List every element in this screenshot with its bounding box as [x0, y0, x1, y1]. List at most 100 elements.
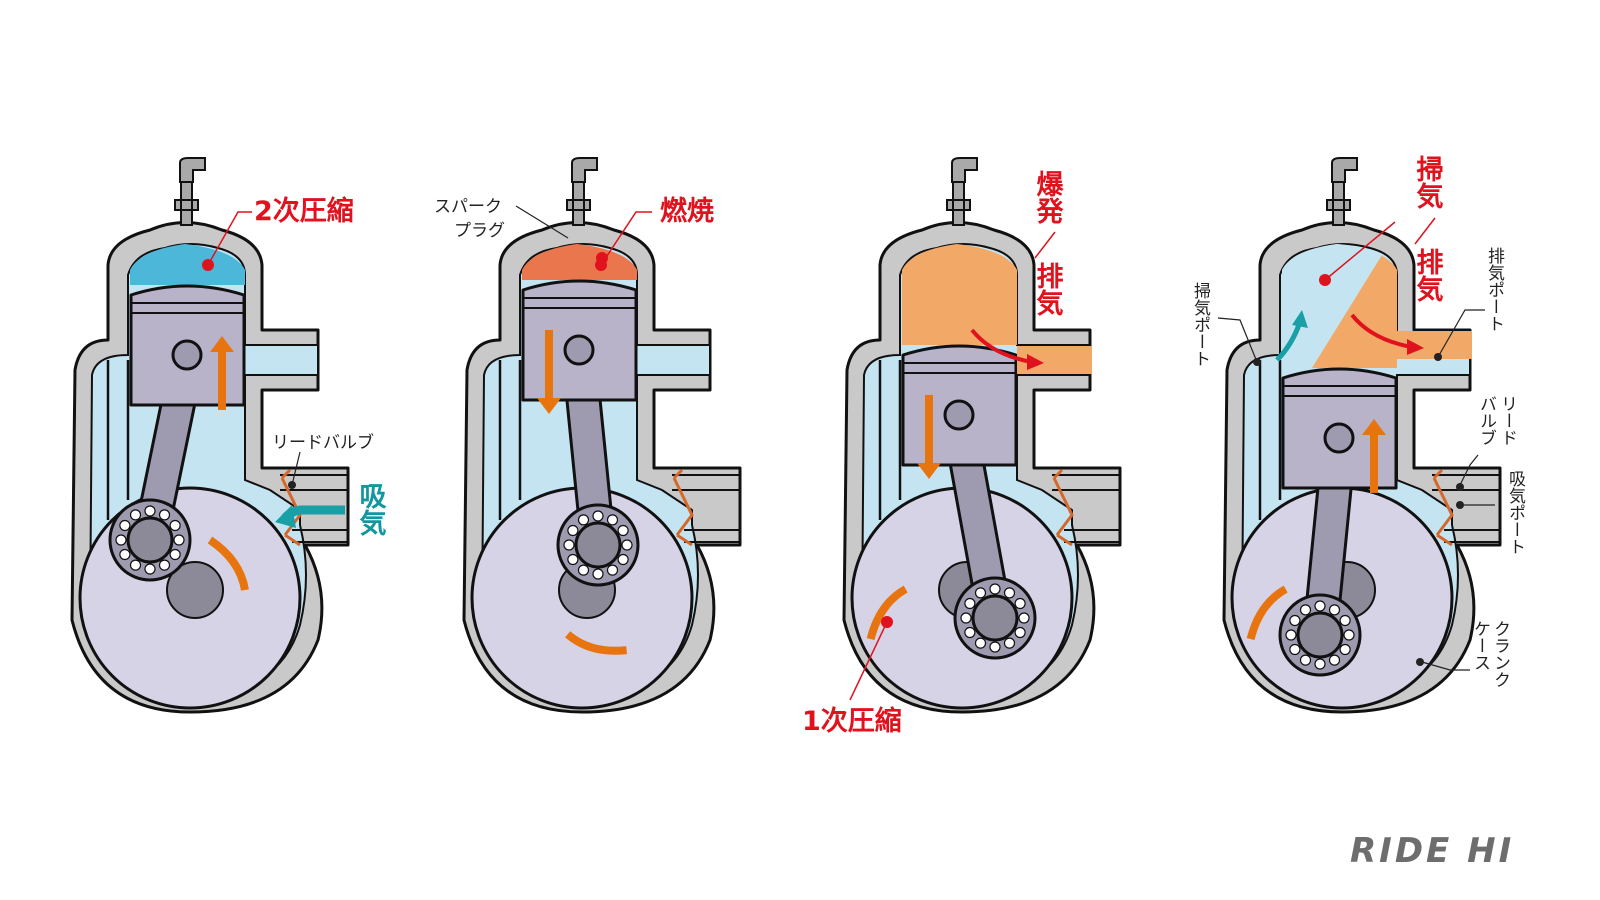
panel-2-labels: スパーク プラグ 燃焼 — [434, 196, 714, 271]
stage-label-explosion: 爆発 — [1032, 170, 1065, 224]
callout-line — [849, 621, 888, 701]
bearing-roller — [1003, 637, 1016, 649]
callout-line — [1217, 317, 1258, 363]
spark-plug-label-line2: プラグ — [454, 221, 505, 241]
spark-plug — [946, 157, 978, 226]
bearing-roller — [1289, 643, 1301, 656]
bearing-roller — [989, 583, 1001, 595]
bearing-roller — [592, 510, 604, 522]
arrow-head — [1362, 419, 1386, 435]
piston-rings — [523, 297, 636, 309]
bearing-roller — [1314, 658, 1326, 670]
bearing-roller — [1285, 629, 1297, 641]
transfer-port-wall — [878, 360, 902, 520]
crank-rotation-arrow — [1246, 585, 1288, 641]
stage-label-primary-compression: 1次圧縮 — [802, 705, 902, 737]
intake-port-label: 吸気ポート — [1505, 470, 1526, 555]
crank-rotation-arrow — [207, 536, 249, 591]
arrow-head — [210, 336, 234, 352]
engine-panel-2 — [462, 157, 742, 714]
callout-dot — [1434, 353, 1442, 361]
fresh-charge-area — [1282, 244, 1382, 368]
transfer-port-wall — [106, 360, 130, 520]
crankcase-label-line2: ケース — [1470, 620, 1490, 671]
bearing-roller — [577, 564, 590, 576]
spark-plug — [174, 157, 206, 226]
bearing-roller — [119, 519, 131, 532]
arrow-head — [1407, 339, 1424, 355]
piston-rings — [903, 362, 1016, 374]
bearing-roller — [1289, 614, 1301, 627]
intake-port — [1052, 474, 1120, 543]
arrow-head — [537, 398, 561, 414]
bearing-roller — [173, 534, 185, 546]
bearing-roller — [621, 539, 633, 551]
bearing-roller — [1343, 629, 1355, 641]
crank-rotation-arrow — [866, 585, 908, 641]
crank-counterweight — [166, 561, 224, 619]
crank-pin — [971, 594, 1019, 642]
exhaust-flow-arrow — [1350, 313, 1413, 349]
callout-line — [1437, 309, 1485, 358]
bearing-roller — [974, 587, 987, 599]
callout-line — [291, 451, 301, 486]
bearing-roller — [964, 626, 976, 639]
bearing-roller — [144, 563, 156, 575]
bearing-roller — [617, 553, 629, 566]
bearing-roller — [144, 505, 156, 517]
transfer-port-wall — [1258, 360, 1282, 520]
bearing-roller — [1328, 604, 1341, 616]
spark-plug-label-line1: スパーク — [434, 197, 502, 217]
piston-rings — [1283, 385, 1396, 397]
bearing-roller — [1339, 643, 1351, 656]
piston-pin — [563, 334, 595, 366]
intake-label: 吸気 — [355, 482, 387, 536]
bearing-roller — [577, 514, 590, 526]
divider-slash — [1034, 231, 1056, 259]
callout-line — [207, 211, 252, 266]
bearing-roller — [563, 539, 575, 551]
bearing-roller — [1018, 612, 1030, 624]
bearing-roller — [158, 509, 171, 521]
reed-valve — [1432, 468, 1454, 547]
bearing-roller — [592, 568, 604, 580]
bearing-roller — [1314, 600, 1326, 612]
callout-dot — [1416, 658, 1424, 666]
exhaust-flow-arrow — [970, 328, 1033, 364]
piston-rings — [131, 302, 244, 314]
bearing-roller — [606, 514, 619, 526]
combustion-chamber — [130, 244, 245, 285]
panel-3-labels: 爆発 排気 1次圧縮 — [802, 170, 1064, 737]
callout-line — [1421, 661, 1470, 671]
bearing-roller — [115, 534, 127, 546]
bearing-roller — [158, 559, 171, 571]
reed-valve — [672, 468, 694, 547]
crank-rotation-arrow — [565, 631, 628, 655]
bearing-roller — [1014, 626, 1026, 639]
panel-1-labels: 2次圧縮 リードバルブ 吸気 — [202, 195, 386, 536]
crank-pin — [126, 516, 174, 564]
exhaust-port-label: 排気ポート — [1484, 247, 1505, 332]
bearing-roller — [964, 597, 976, 610]
bearing-roller — [606, 564, 619, 576]
callout-line — [600, 211, 652, 266]
callout-line — [1459, 454, 1479, 486]
bearing-roller — [617, 524, 629, 537]
callout-dot — [1456, 483, 1464, 491]
crankcase-label-line1: クランク — [1490, 620, 1510, 688]
bearing-roller — [1014, 597, 1026, 610]
bearing-roller — [567, 553, 579, 566]
intake-port — [1432, 474, 1500, 543]
spark-plug — [566, 157, 598, 226]
bearing-roller — [1299, 604, 1312, 616]
stage-label-scavenging: 掃気 — [1412, 155, 1444, 209]
intake-port — [672, 474, 740, 543]
callout-line — [1324, 221, 1396, 281]
stage-label-exhaust: 排気 — [1412, 248, 1444, 302]
combustion-chamber — [902, 244, 1017, 345]
bearing-roller — [119, 548, 131, 561]
crank-pin — [574, 521, 622, 569]
bearing-roller — [567, 524, 579, 537]
bearing-roller — [1339, 614, 1351, 627]
intake-port — [280, 474, 348, 543]
